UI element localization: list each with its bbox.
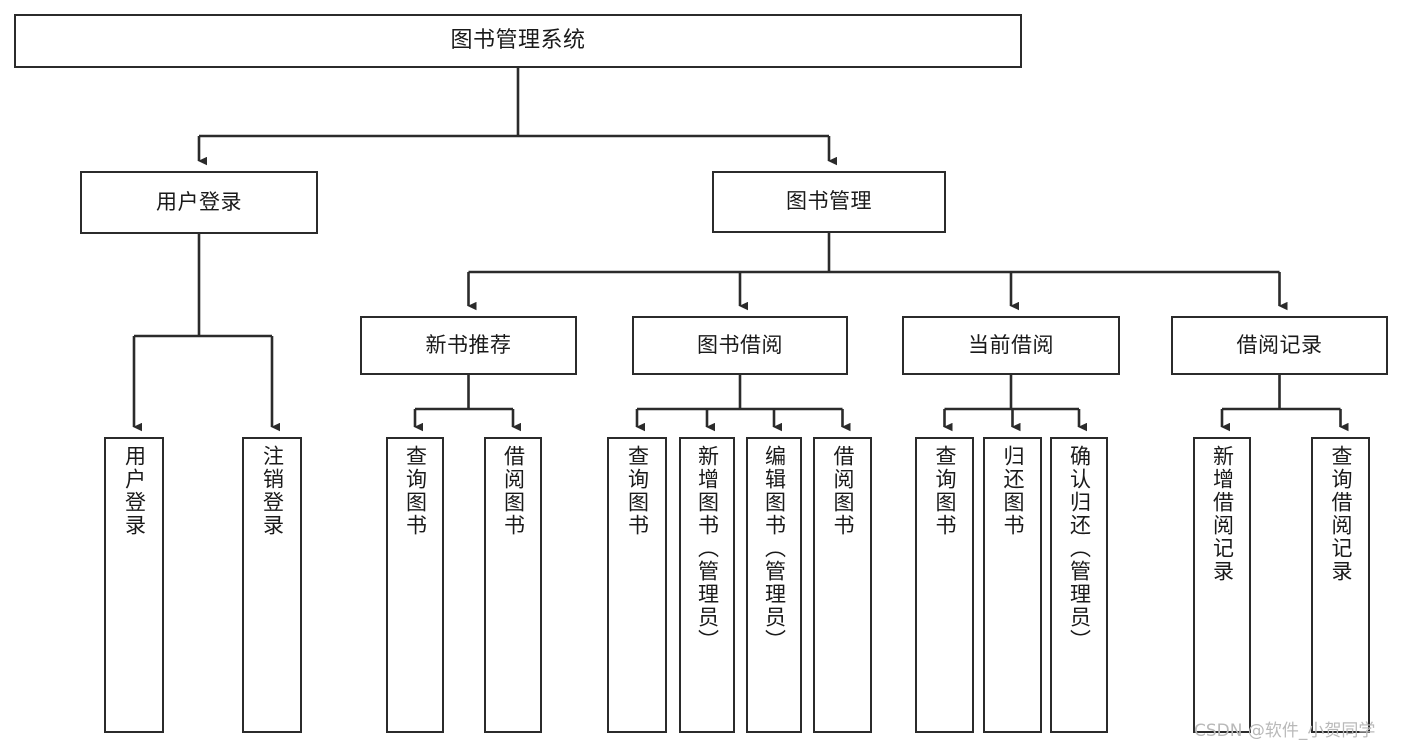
node-label: 借阅记录 [1236, 332, 1323, 357]
node-label: 编辑图书（管理员） [762, 445, 787, 652]
node-label: 查询图书 [625, 445, 650, 537]
node-book-manage: 图书管理 [712, 171, 946, 233]
node-label: 归还图书 [1001, 445, 1025, 537]
node-label: 注销登录 [260, 445, 285, 537]
node-label: 图书管理 [786, 189, 872, 214]
node-leaf-query-3: 查询图书 [915, 437, 974, 733]
node-leaf-add-book: 新增图书（管理员） [679, 437, 735, 733]
node-book-borrow: 图书借阅 [632, 316, 848, 375]
node-leaf-query-1: 查询图书 [386, 437, 444, 733]
node-label: 当前借阅 [968, 332, 1054, 357]
node-label: 新增图书（管理员） [695, 445, 720, 652]
node-leaf-borrow-1: 借阅图书 [484, 437, 542, 733]
node-label: 确认归还（管理员） [1067, 445, 1092, 652]
node-leaf-query-2: 查询图书 [607, 437, 667, 733]
node-leaf-confirm: 确认归还（管理员） [1050, 437, 1108, 733]
node-label: 借阅图书 [501, 445, 526, 537]
node-label: 查询图书 [403, 445, 428, 537]
node-leaf-add-rec: 新增借阅记录 [1193, 437, 1251, 733]
node-label: 图书借阅 [697, 332, 783, 357]
node-label: 新书推荐 [425, 332, 512, 357]
node-label: 图书管理系统 [450, 27, 586, 53]
node-label: 借阅图书 [831, 445, 855, 537]
node-leaf-user-login: 用户登录 [104, 437, 164, 733]
node-label: 用户登录 [122, 445, 147, 537]
node-leaf-logout: 注销登录 [242, 437, 302, 733]
node-root: 图书管理系统 [14, 14, 1022, 68]
node-leaf-borrow-2: 借阅图书 [813, 437, 872, 733]
node-label: 查询借阅记录 [1329, 445, 1353, 583]
node-current-borrow: 当前借阅 [902, 316, 1120, 375]
node-leaf-query-rec: 查询借阅记录 [1311, 437, 1370, 733]
node-label: 新增借阅记录 [1210, 445, 1235, 583]
node-leaf-return: 归还图书 [983, 437, 1042, 733]
node-label: 查询图书 [933, 445, 957, 537]
node-new-book-rec: 新书推荐 [360, 316, 577, 375]
edge-group [132, 68, 1349, 432]
node-user-login: 用户登录 [80, 171, 318, 234]
node-borrow-record: 借阅记录 [1171, 316, 1388, 375]
node-leaf-edit-book: 编辑图书（管理员） [746, 437, 802, 733]
node-label: 用户登录 [156, 189, 242, 214]
